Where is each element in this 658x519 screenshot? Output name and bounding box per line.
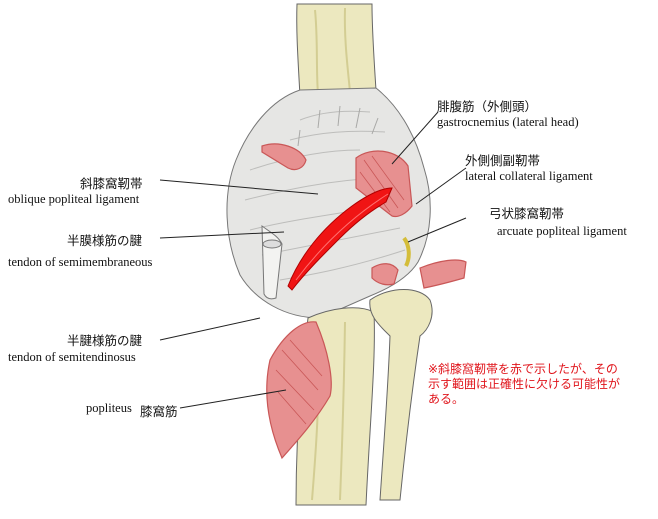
fibula <box>369 289 433 501</box>
popliteus-muscle <box>266 321 332 460</box>
label-lateral-collateral-en: lateral collateral ligament <box>465 169 593 183</box>
gastrocnemius-medial-head <box>261 143 307 171</box>
biceps-stub <box>419 259 467 289</box>
label-oblique-popliteal-en: oblique popliteal ligament <box>8 192 140 206</box>
leader-lines <box>159 111 467 409</box>
label-semimembraneous-jp: 半膜様筋の腱 <box>67 233 143 248</box>
label-popliteus-en: popliteus <box>86 401 132 415</box>
label-oblique-popliteal-jp: 斜膝窩靭帯 <box>80 176 143 191</box>
note-line-3: ある。 <box>428 392 465 406</box>
label-popliteus-jp: 膝窩筋 <box>140 404 178 419</box>
label-semitendinosus-jp: 半腱様筋の腱 <box>67 333 143 348</box>
note-line-1: ※斜膝窩靭帯を赤で示したが、その <box>428 362 618 376</box>
accuracy-note: ※斜膝窩靭帯を赤で示したが、その 示す範囲は正確性に欠ける可能性が ある。 <box>428 362 658 407</box>
femur <box>296 3 377 97</box>
label-gastrocnemius-jp: 腓腹筋（外側頭） <box>437 99 538 114</box>
label-gastrocnemius-en: gastrocnemius (lateral head) <box>437 115 579 129</box>
label-arcuate-en: arcuate popliteal ligament <box>497 224 627 238</box>
gastrocnemius-lateral-head <box>355 150 413 218</box>
label-lateral-collateral-jp: 外側側副靭帯 <box>465 153 541 168</box>
note-line-2: 示す範囲は正確性に欠ける可能性が <box>428 377 621 391</box>
arcuate-ligament-mark <box>402 236 411 267</box>
label-arcuate-jp: 弓状膝窩靭帯 <box>489 206 565 221</box>
label-semimembraneous-en: tendon of semimembraneous <box>8 255 153 269</box>
label-semitendinosus-en: tendon of semitendinosus <box>8 350 136 364</box>
oblique-popliteal-ligament <box>287 187 393 291</box>
